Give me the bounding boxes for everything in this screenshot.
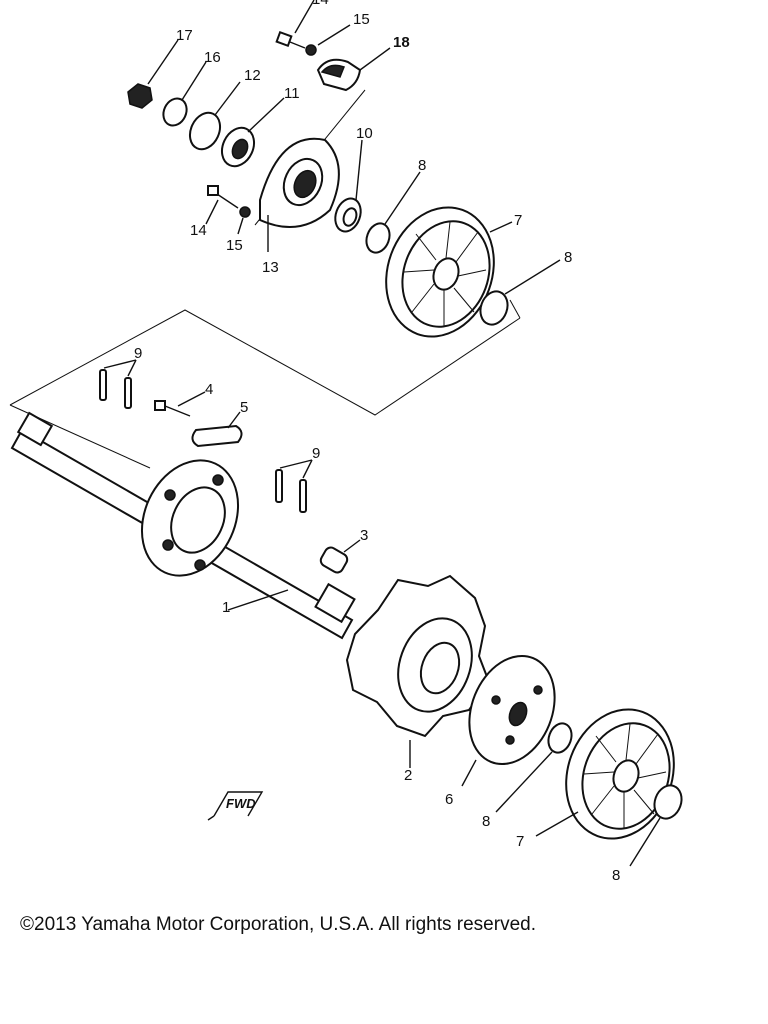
callout-9-left: 9 xyxy=(134,345,142,362)
callout-18: 18 xyxy=(393,34,410,51)
bolt-14-low xyxy=(205,185,239,225)
bolt-4 xyxy=(154,391,206,417)
link-5 xyxy=(191,411,243,448)
callout-labels: 14 15 18 17 16 12 11 10 8 7 8 14 15 13 9… xyxy=(134,0,620,884)
callout-9-right: 9 xyxy=(312,445,320,462)
bolt-14-top xyxy=(275,0,315,49)
callout-16: 16 xyxy=(204,49,221,66)
washer-15-top xyxy=(305,24,351,56)
washer-15-low xyxy=(237,206,251,235)
callout-3: 3 xyxy=(360,527,368,544)
callout-17: 17 xyxy=(176,27,193,44)
forward-direction-marker: FWD xyxy=(207,791,264,821)
callout-8-upper-b: 8 xyxy=(564,249,572,266)
idler-wheel-7-lower xyxy=(535,708,675,840)
washer-8-lower-a xyxy=(495,722,573,813)
idler-wheel-7-upper xyxy=(385,206,513,338)
callout-2: 2 xyxy=(404,767,412,784)
callout-13: 13 xyxy=(262,259,279,276)
nut-17 xyxy=(127,39,179,109)
washer-8-upper-b xyxy=(479,259,561,326)
copyright-notice: ©2013 Yamaha Motor Corporation, U.S.A. A… xyxy=(20,914,536,935)
callout-8-lower-b: 8 xyxy=(612,867,620,884)
callout-8-upper-a: 8 xyxy=(418,157,426,174)
callout-7-upper: 7 xyxy=(514,212,522,229)
seal-10 xyxy=(334,139,363,233)
callout-15-low: 15 xyxy=(226,237,243,254)
washer-8-upper-a xyxy=(365,171,421,254)
sprocket-hub xyxy=(140,459,240,577)
callout-14-low: 14 xyxy=(190,222,207,239)
fwd-marker-text: FWD xyxy=(226,796,256,811)
callout-4: 4 xyxy=(205,381,213,398)
bearing-housing-13 xyxy=(259,137,340,252)
callout-8-lower-a: 8 xyxy=(482,813,490,830)
roll-pins-9-right xyxy=(275,459,313,513)
sprocket-plate-6 xyxy=(461,654,556,787)
callout-10: 10 xyxy=(356,125,373,142)
callout-6: 6 xyxy=(445,791,453,808)
circlip-12 xyxy=(188,81,241,151)
callout-14-top: 14 xyxy=(312,0,329,8)
bearing-11 xyxy=(220,97,285,168)
roll-pins-9-left xyxy=(99,359,137,409)
washer-16 xyxy=(162,61,207,127)
callout-7-lower: 7 xyxy=(516,833,524,850)
callout-11: 11 xyxy=(284,85,300,102)
clamp-18 xyxy=(316,47,391,92)
drive-sprocket-2 xyxy=(345,574,491,768)
callout-1: 1 xyxy=(222,599,230,616)
callout-15-top: 15 xyxy=(353,11,370,28)
callout-12: 12 xyxy=(244,67,261,84)
washer-8-lower-b xyxy=(629,784,683,867)
spacer-3 xyxy=(319,539,361,574)
callout-5: 5 xyxy=(240,399,248,416)
